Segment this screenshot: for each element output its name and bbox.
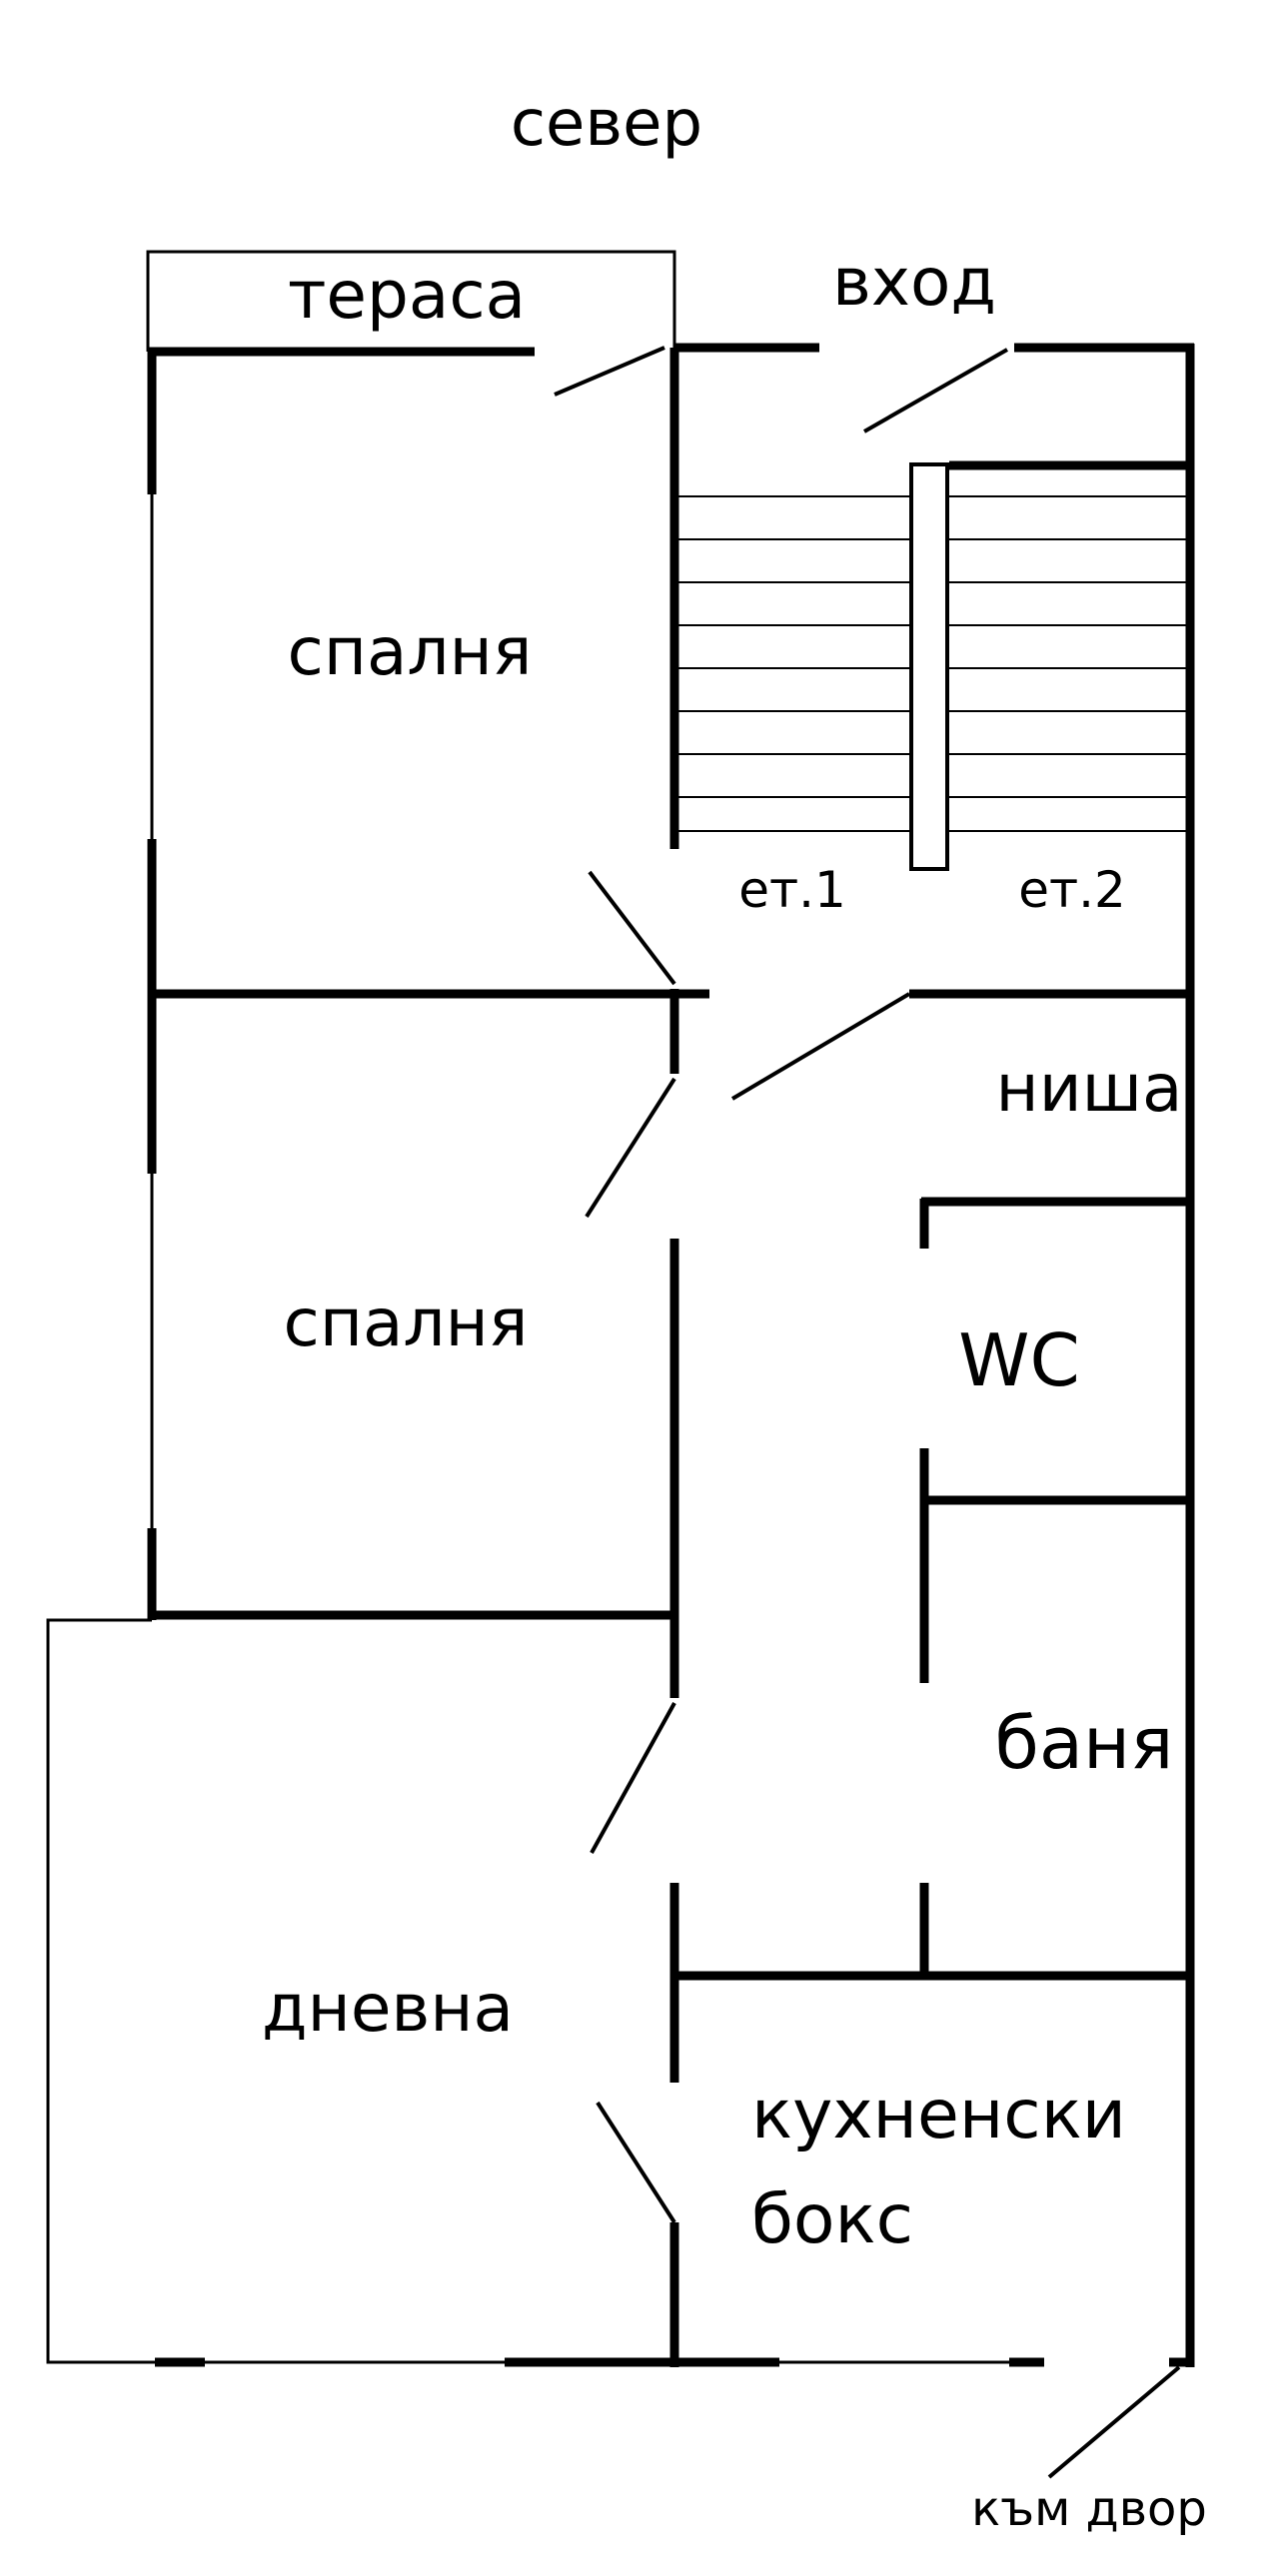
thin-lines xyxy=(46,250,1189,2364)
door-terrace xyxy=(554,346,665,397)
door-bedroom-north xyxy=(588,870,676,986)
door-entrance xyxy=(863,348,1008,433)
yard-label: към двор xyxy=(971,2481,1207,2537)
stair-banister xyxy=(909,462,949,871)
niche-label: ниша xyxy=(996,1050,1183,1127)
terrace-outline xyxy=(146,250,676,352)
floor1-label: ет.1 xyxy=(738,861,846,919)
bedroom-middle-label: спалня xyxy=(284,1285,529,1361)
walls xyxy=(147,343,1195,2367)
bedroom-north-label: спалня xyxy=(288,613,533,690)
door-yard xyxy=(1047,2365,1181,2479)
door-bedroom-middle xyxy=(585,1077,676,1219)
door-kitchen xyxy=(596,2101,676,2224)
terrace-label: тераса xyxy=(288,257,526,334)
wc-label: WC xyxy=(958,1318,1079,1402)
kitchen-label-line2: бокс xyxy=(751,2180,913,2259)
north-label: север xyxy=(511,87,702,161)
door-living xyxy=(590,1702,676,1854)
bathroom-label: баня xyxy=(995,1701,1174,1785)
door-niche xyxy=(730,992,911,1101)
kitchen-label-line1: кухненски xyxy=(751,2076,1126,2154)
floor2-label: ет.2 xyxy=(1018,861,1126,919)
living-room-label: дневна xyxy=(262,1970,514,2047)
doors xyxy=(554,346,1181,2479)
entrance-label: вход xyxy=(832,244,996,321)
living-room-outline xyxy=(46,1618,160,2364)
staircase xyxy=(677,462,1187,871)
